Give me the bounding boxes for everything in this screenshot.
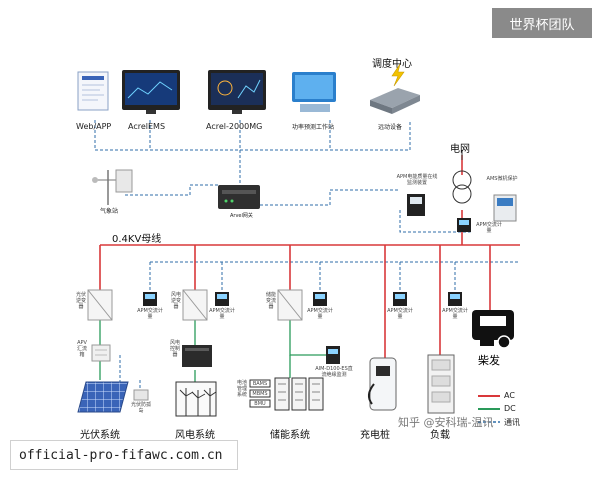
label-pv-system: 光伏系统 xyxy=(80,430,120,441)
label-ac-meter-load: APM交流计量 xyxy=(442,308,468,320)
ac-meter-wind xyxy=(215,292,229,306)
label-wind-inverter: 风电逆变器 xyxy=(171,292,182,310)
label-ac-meter-wind: APM交流计量 xyxy=(209,308,235,320)
wind-controller xyxy=(182,345,212,367)
pv-inverter xyxy=(87,289,113,321)
label-web-app: Web/APP xyxy=(76,122,112,131)
dc-lines xyxy=(99,320,330,382)
label-weather-station: 气象站 xyxy=(100,208,119,215)
acrel2000mg-monitor xyxy=(208,70,266,114)
label-grid: 电网 xyxy=(450,144,470,155)
label-charging-pile: 充电桩 xyxy=(360,430,390,441)
label-power-quality-meter: APM电能质量在线监测装置 xyxy=(396,174,438,186)
label-gateway: Arvel网关 xyxy=(230,213,253,219)
label-dc-insulation-monitor: AIM-D100-ES直流绝缘监测 xyxy=(315,366,353,378)
comm-lines xyxy=(94,120,520,400)
label-pv-inverter: 光伏逆变器 xyxy=(76,292,87,310)
web-app-device xyxy=(77,71,109,111)
acrelems-monitor xyxy=(122,70,180,114)
legend-comm-label: 通讯 xyxy=(504,418,520,427)
telecontrol-device xyxy=(370,88,420,114)
storage-battery-racks xyxy=(274,377,324,411)
wind-turbines xyxy=(175,381,217,417)
label-stack-bmu: BMU xyxy=(254,401,266,407)
weather-station-icon xyxy=(92,169,133,205)
label-acrelems: AcrelEMS xyxy=(128,122,166,131)
label-dispatch-center: 调度中心 xyxy=(372,59,412,70)
legend-lines xyxy=(478,395,500,423)
diesel-generator-icon xyxy=(472,310,514,349)
label-stack-bams: BAMS xyxy=(252,381,268,387)
gateway-device xyxy=(218,185,260,209)
grid-transformer-icon xyxy=(452,150,472,204)
label-storage-system: 储能系统 xyxy=(270,430,310,441)
grid-ac-meter xyxy=(457,218,471,232)
label-storage-pcs: 储能变流器 xyxy=(266,292,277,310)
footer-url-band: official-pro-fifawc.com.cn xyxy=(10,440,238,470)
power-quality-meter xyxy=(407,194,425,216)
label-stack-mbms: MBMS xyxy=(252,391,268,397)
label-load: 负载 xyxy=(430,430,450,441)
label-ac-meter-charger: APM交流计量 xyxy=(387,308,413,320)
zhihu-watermark: 知乎 @安科瑞-温讯 xyxy=(398,416,494,429)
label-ac-meter-pv: APM交流计量 xyxy=(137,308,163,320)
label-wind-controller: 风电控制器 xyxy=(170,340,181,358)
label-wind-system: 风电系统 xyxy=(175,430,215,441)
ac-lines xyxy=(99,155,520,360)
dispatch-lightning-icon xyxy=(391,63,405,87)
watermark-badge: 世界杯团队 xyxy=(492,8,592,38)
ac-meter-load xyxy=(448,292,462,306)
ac-meter-pv xyxy=(143,292,157,306)
power-forecast-workstation xyxy=(292,72,336,112)
label-forecast-workstation: 功率预测工作站 xyxy=(292,124,335,131)
protection-relay xyxy=(493,194,517,222)
load-cabinet xyxy=(427,354,455,414)
storage-bms-stack xyxy=(249,379,271,408)
label-ac-meter-storage: APM交流计量 xyxy=(307,308,333,320)
pv-combiner xyxy=(91,344,111,362)
label-bus: 0.4KV母线 xyxy=(112,234,162,245)
legend-dc-label: DC xyxy=(504,404,516,413)
label-grid-ac-meter: APM交流计量 xyxy=(476,222,502,234)
dc-insulation-monitor xyxy=(326,346,340,364)
label-protection-relay: AMS微机保护 xyxy=(486,176,518,182)
charging-pile xyxy=(368,357,397,411)
pv-isolator xyxy=(133,389,149,401)
label-diesel-generator: 柴发 xyxy=(478,354,500,367)
pv-panel xyxy=(77,381,129,413)
storage-pcs xyxy=(277,289,303,321)
label-storage-bms: 电池管理系统 xyxy=(236,380,247,398)
ac-meter-storage xyxy=(313,292,327,306)
wind-inverter xyxy=(182,289,208,321)
label-telecontrol: 远动设备 xyxy=(378,124,403,131)
label-pv-isolator: 光伏防孤岛 xyxy=(130,402,151,414)
label-pv-combiner: APV汇流箱 xyxy=(76,340,87,358)
legend-ac-label: AC xyxy=(504,391,515,400)
ac-meter-charger xyxy=(393,292,407,306)
label-acrel2000mg: Acrel-2000MG xyxy=(206,122,263,131)
